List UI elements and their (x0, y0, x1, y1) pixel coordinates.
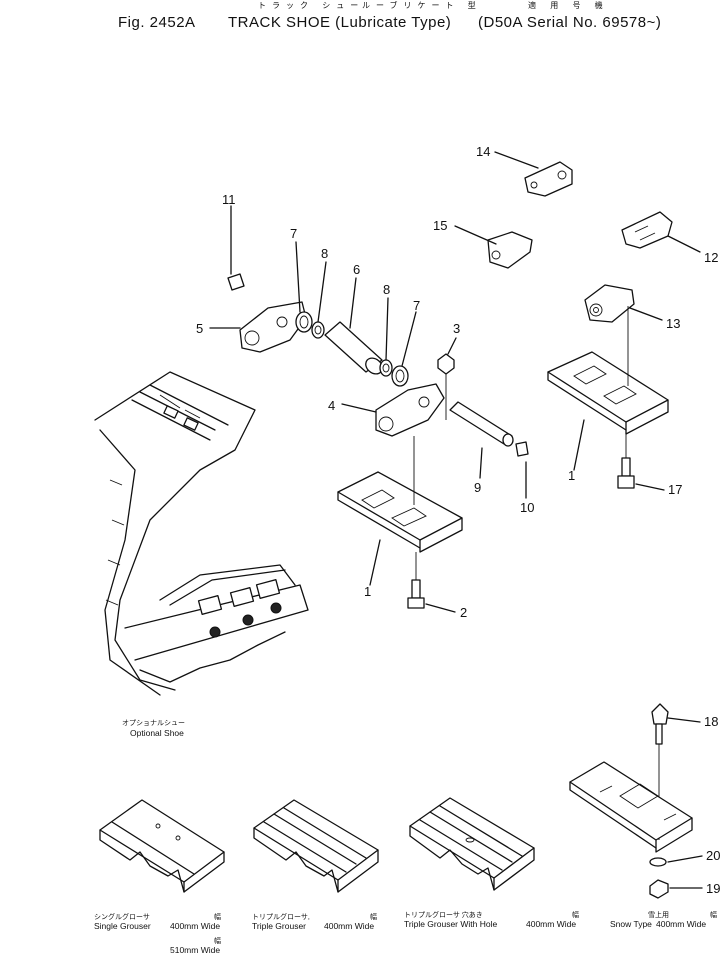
part-1-shoe-center (337, 436, 463, 586)
callout-18: 18 (704, 714, 718, 729)
shoe-option-name: Single Grouser (94, 921, 151, 931)
callout-7-left: 7 (290, 226, 297, 241)
optional-shoe-single-grouser (99, 799, 225, 893)
shoe-option-jp: シングルグローサ (94, 914, 150, 921)
part-11-plug (227, 205, 245, 291)
optional-shoe-triple-grouser-with-hole (409, 797, 535, 891)
figure-number: Fig. 2452A (118, 14, 196, 31)
shoe-option-width: 400mm Wide (526, 919, 577, 929)
callout-5: 5 (196, 321, 203, 336)
callout-1-center: 1 (364, 584, 371, 599)
callout-20: 20 (706, 848, 720, 863)
callout-2: 2 (460, 605, 467, 620)
snow-shoe (569, 761, 693, 853)
callout-17: 17 (668, 482, 682, 497)
callout-1-right: 1 (568, 468, 575, 483)
optional-shoe-caption-jp: オプショナルシュー (122, 720, 185, 727)
optional-shoe-triple-grouser (253, 799, 379, 893)
part-12-link (621, 211, 701, 253)
callout-labels: 14 15 12 11 7 8 6 8 7 3 5 13 4 1 17 9 10… (196, 144, 720, 896)
part-17-bolt (617, 434, 665, 491)
part-8-seal-left (311, 261, 327, 339)
shoe-option-jp: トリプルグローサ, (252, 914, 310, 921)
title-jp-lubricate: ルーブリケート 型 (362, 1, 482, 10)
part-1-shoe-right (547, 306, 669, 471)
part-7-seal-left (295, 241, 313, 333)
shoe-option-width2-jp: 幅 (214, 938, 221, 945)
part-10-plug (515, 441, 529, 499)
shoe-option-width-jp: 幅 (710, 912, 717, 919)
page-title: TRACK SHOE (Lubricate Type) (228, 14, 452, 31)
part-6-bushing (324, 277, 383, 375)
title-jp-track-shoe: トラック シュー (258, 1, 365, 10)
part-7-seal-right (391, 311, 417, 387)
part-4-link (341, 383, 445, 437)
callout-14: 14 (476, 144, 490, 159)
serial-range: (D50A Serial No. 69578~) (478, 14, 662, 31)
part-13-link (584, 284, 663, 323)
optional-shoe-caption: Optional Shoe (130, 728, 184, 738)
callout-11: 11 (222, 192, 236, 207)
shoe-option-name: Snow Type (610, 919, 652, 929)
callout-9: 9 (474, 480, 481, 495)
shoe-option-jp: トリプルグローサ 穴あき (404, 912, 483, 919)
part-8-seal-right (379, 297, 393, 377)
callout-8-right: 8 (383, 282, 390, 297)
shoe-option-width: 400mm Wide (324, 921, 375, 931)
track-assembly-illustration (94, 371, 309, 696)
shoe-option-name: Triple Grouser With Hole (404, 919, 498, 929)
part-5-link (209, 301, 307, 353)
callout-15: 15 (433, 218, 447, 233)
shoe-option-width: 400mm Wide (170, 921, 221, 931)
callout-10: 10 (520, 500, 534, 515)
shoe-option-width-jp: 幅 (572, 912, 579, 919)
shoe-option-width: 400mm Wide (656, 919, 707, 929)
callout-6: 6 (353, 262, 360, 277)
callout-12: 12 (704, 250, 718, 265)
part-19-nut (649, 879, 703, 899)
part-2-bolt (407, 552, 456, 613)
part-14-master-link (494, 151, 573, 197)
callout-13: 13 (666, 316, 680, 331)
part-9-pin (449, 401, 514, 479)
part-3-nut (437, 337, 457, 420)
shoe-option-name: Triple Grouser (252, 921, 307, 931)
callout-19: 19 (706, 881, 720, 896)
callout-4: 4 (328, 398, 335, 413)
shoe-option-width2: 510mm Wide (170, 945, 221, 955)
part-15-link (454, 225, 533, 269)
shoe-option-jp: 雪上用 (648, 912, 669, 919)
callout-3: 3 (453, 321, 460, 336)
callout-7-right: 7 (413, 298, 420, 313)
shoe-option-width-jp: 幅 (370, 914, 377, 921)
callout-8-left: 8 (321, 246, 328, 261)
part-20-washer (649, 855, 703, 867)
title-jp-applicable: 適 用 号 機 (528, 1, 609, 10)
shoe-option-width-jp: 幅 (214, 914, 221, 921)
